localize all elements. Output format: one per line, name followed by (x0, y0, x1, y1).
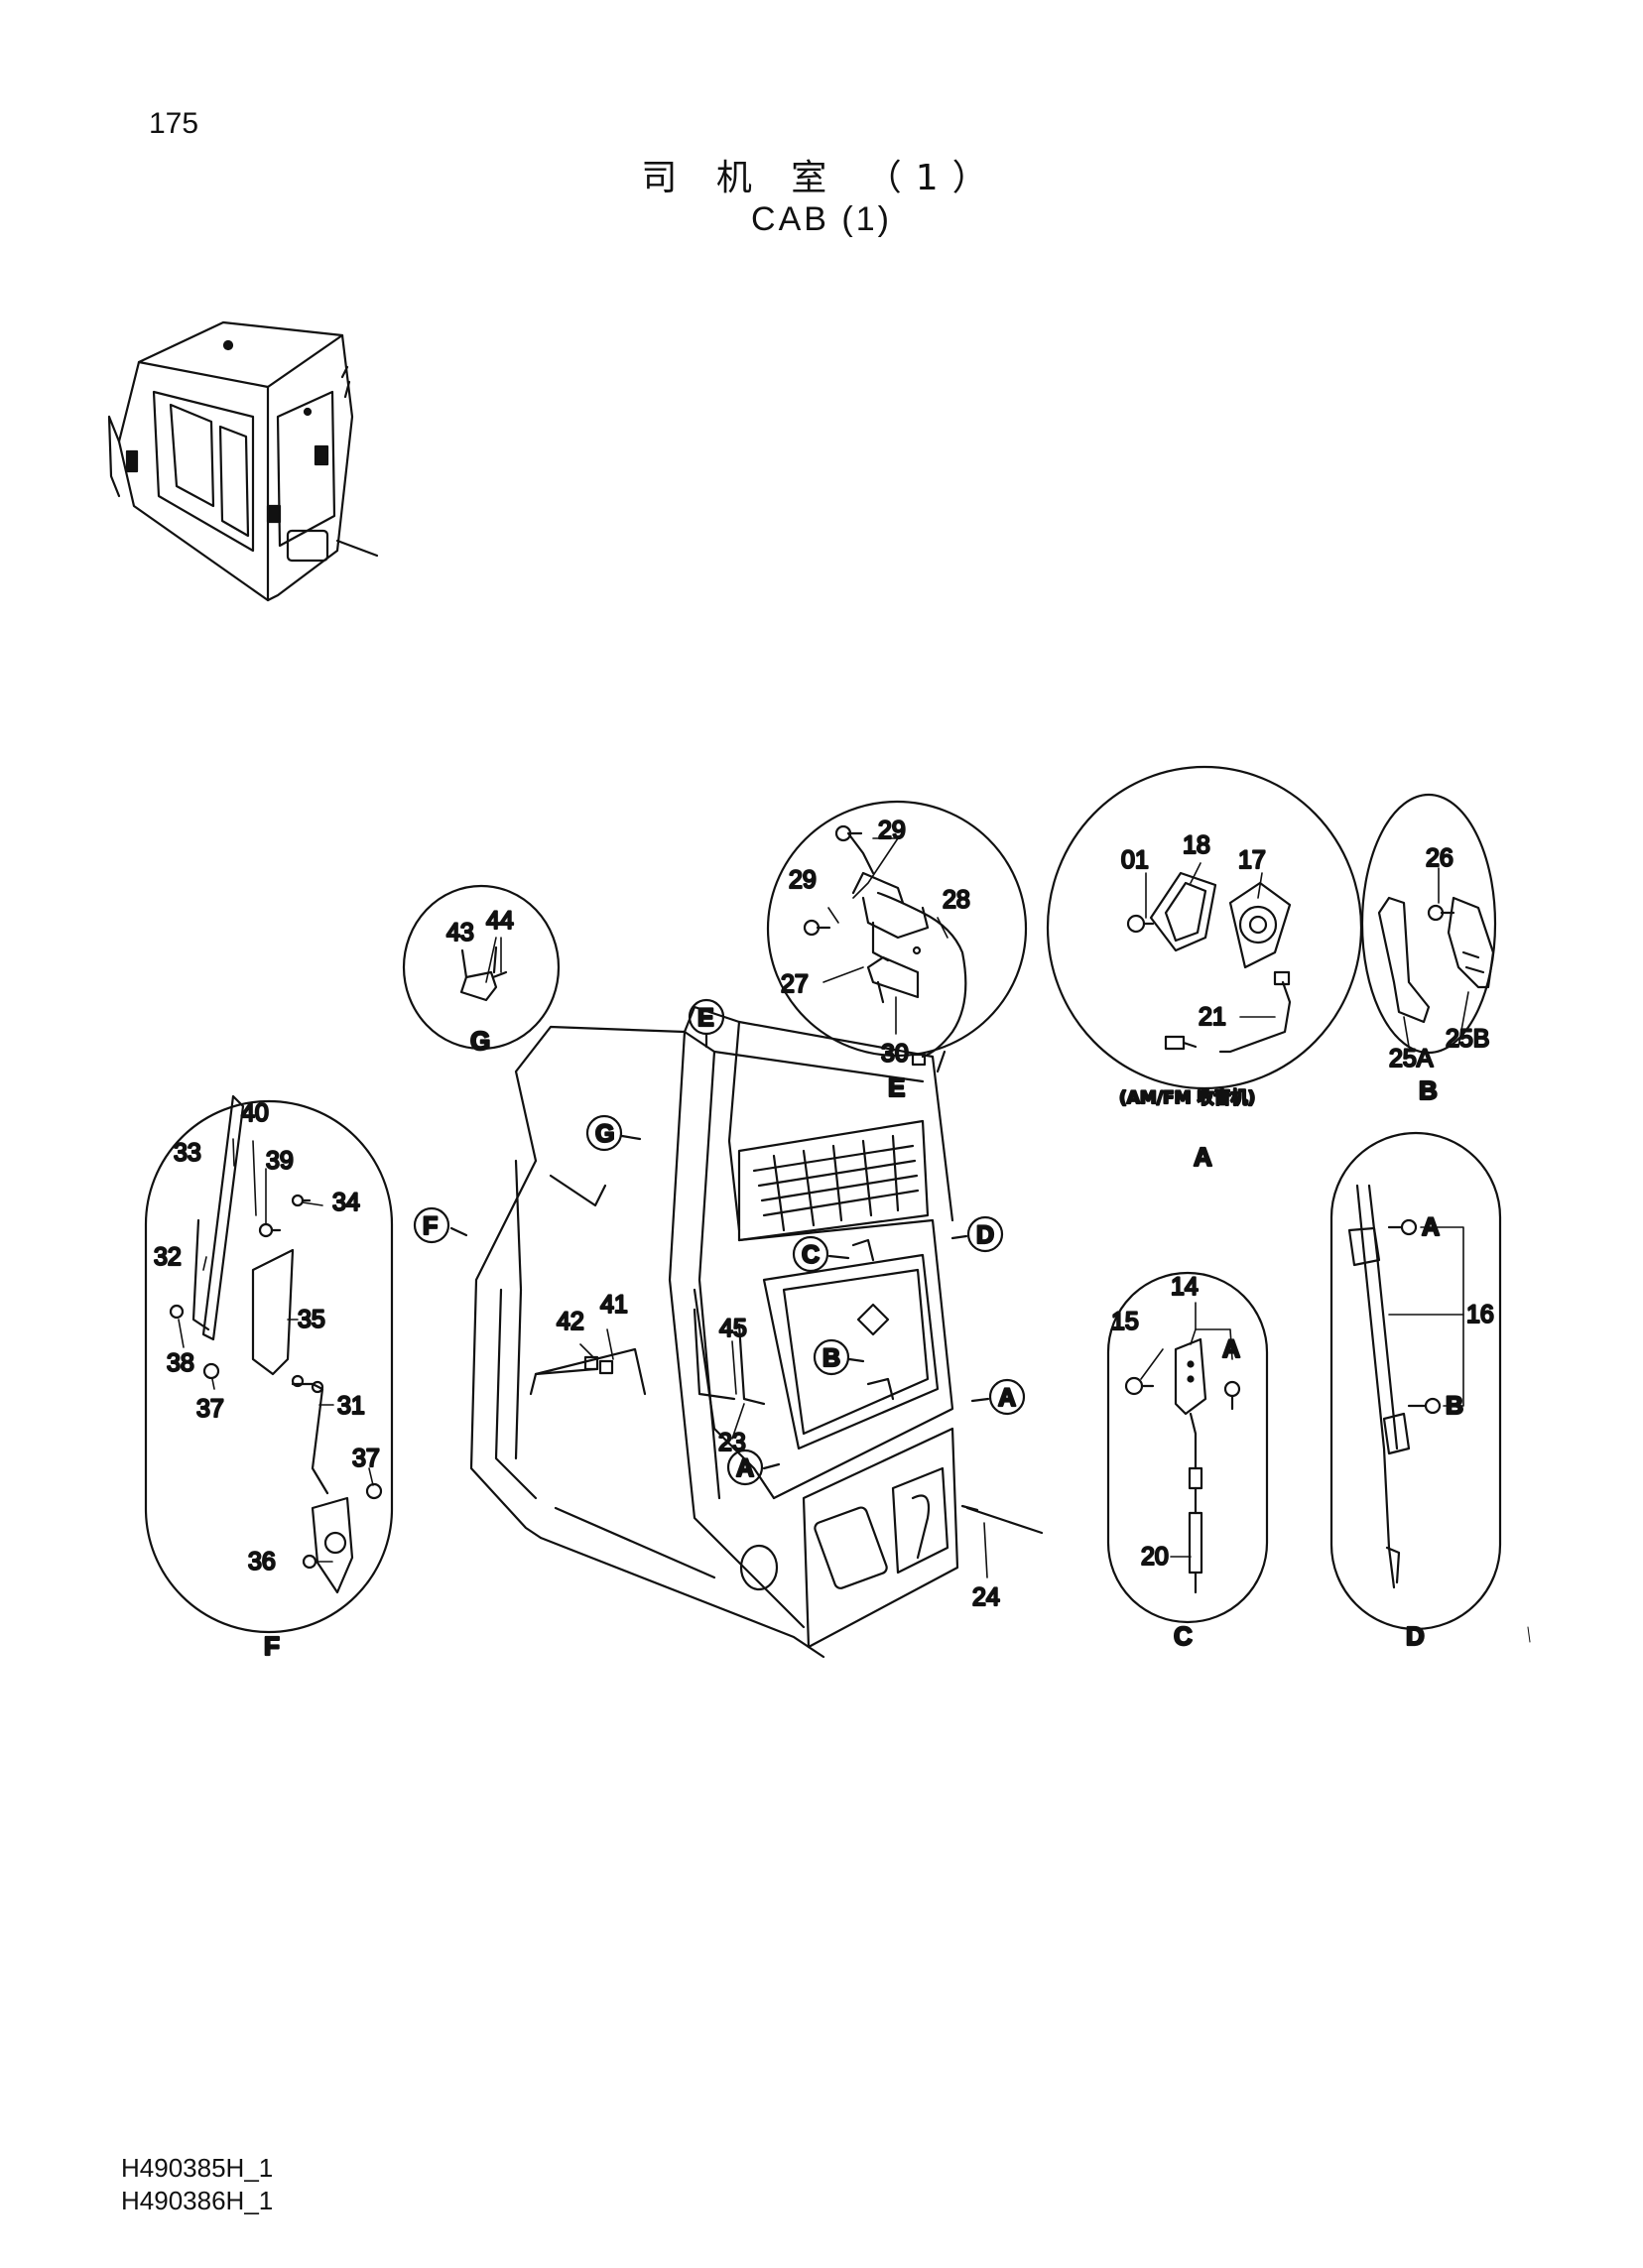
document-code-2: H490386H_1 (121, 2186, 274, 2215)
part-label-33: 33 (174, 1139, 201, 1167)
detail-caption-d: D (1406, 1621, 1425, 1651)
callout-g: G (595, 1120, 614, 1148)
part-label-28: 28 (943, 886, 970, 914)
document-code-1: H490385H_1 (121, 2153, 274, 2183)
detail-a (1046, 765, 1363, 1090)
part-label-27: 27 (781, 970, 809, 998)
detail-d (1329, 1131, 1502, 1631)
callout-f: F (423, 1212, 438, 1240)
part-label-36: 36 (248, 1548, 276, 1575)
callout-e: E (697, 1004, 714, 1032)
detail-caption-c: C (1174, 1621, 1193, 1651)
part-label-37b: 37 (352, 1445, 380, 1472)
callout-a-in-d: A (1422, 1213, 1440, 1241)
title-chinese: 司 机 室 （1） (641, 158, 1002, 198)
detail-caption-e: E (888, 1072, 905, 1102)
detail-caption-a: A (1194, 1142, 1212, 1172)
scan-mark (1527, 1626, 1531, 1643)
detail-f (144, 1094, 394, 1634)
callout-c: C (802, 1241, 820, 1269)
part-label-43: 43 (446, 919, 474, 946)
part-label-18: 18 (1183, 831, 1210, 859)
callout-b: B (822, 1344, 840, 1372)
leader-lines (178, 837, 1469, 1578)
main-cab-illustration (469, 1005, 1044, 1659)
callout-b-in-d: B (1446, 1392, 1463, 1420)
detail-g (402, 884, 561, 1051)
part-label-23: 23 (718, 1429, 746, 1456)
detail-caption-g: G (470, 1026, 490, 1056)
part-label-01: 01 (1121, 846, 1149, 874)
detail-b (1360, 793, 1497, 1055)
part-label-25a: 25A (1389, 1045, 1434, 1072)
overview-cab-illustration (107, 320, 379, 602)
page-number: 175 (149, 107, 199, 140)
part-label-39: 39 (266, 1147, 294, 1175)
callout-a-door: A (736, 1454, 754, 1482)
part-label-14: 14 (1171, 1273, 1199, 1301)
detail-caption-f: F (264, 1631, 280, 1661)
part-label-37a: 37 (196, 1395, 224, 1423)
part-label-44: 44 (486, 907, 514, 935)
part-label-26: 26 (1426, 844, 1453, 872)
callout-markers (413, 998, 1026, 1486)
part-label-34: 34 (332, 1189, 360, 1216)
part-label-30: 30 (881, 1040, 909, 1068)
part-label-15: 15 (1111, 1308, 1139, 1335)
part-label-29a: 29 (878, 817, 906, 844)
callout-a-in-c: A (1222, 1335, 1240, 1363)
part-label-38: 38 (167, 1349, 194, 1377)
detail-e (766, 800, 1028, 1067)
part-label-45: 45 (719, 1315, 747, 1342)
callout-d: D (976, 1221, 994, 1249)
part-label-32: 32 (154, 1243, 182, 1271)
detail-caption-b: B (1419, 1075, 1438, 1105)
part-label-24: 24 (972, 1583, 1000, 1611)
callout-a-right: A (998, 1384, 1016, 1412)
part-label-31: 31 (337, 1392, 365, 1420)
title-english: CAB (1) (751, 200, 892, 238)
radio-note: (AM/FM 收音机) (1119, 1087, 1255, 1108)
detail-c (1106, 1271, 1269, 1624)
part-label-35: 35 (298, 1306, 325, 1333)
part-label-25b: 25B (1446, 1025, 1489, 1053)
part-label-17: 17 (1238, 846, 1266, 874)
part-label-41: 41 (600, 1291, 628, 1319)
part-label-40: 40 (241, 1099, 269, 1127)
part-label-21: 21 (1199, 1003, 1226, 1031)
part-label-29b: 29 (789, 866, 817, 894)
part-label-16: 16 (1466, 1301, 1494, 1328)
part-label-42: 42 (557, 1308, 584, 1335)
part-label-20: 20 (1141, 1543, 1169, 1571)
